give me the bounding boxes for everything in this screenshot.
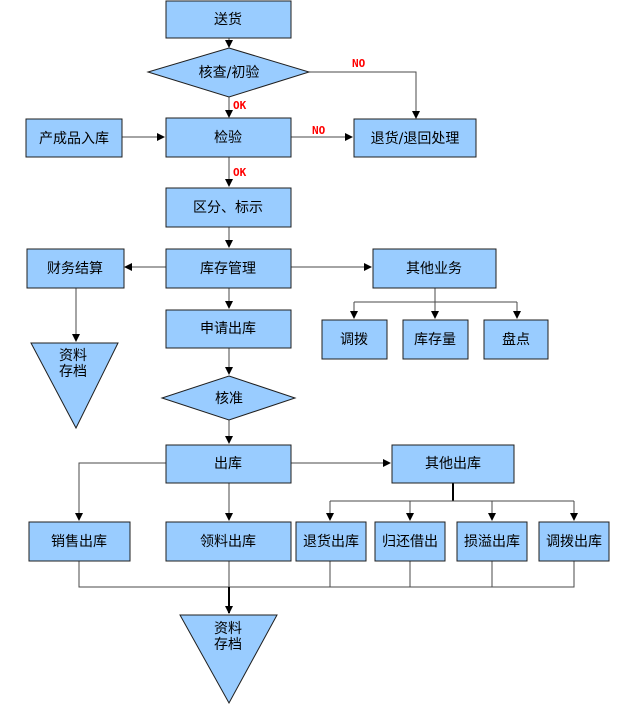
label-ok-check: OK bbox=[233, 99, 247, 112]
node-stock-qty-label: 库存量 bbox=[414, 332, 456, 348]
node-material-out: 领料出库 bbox=[165, 521, 292, 562]
archive-finance-line2: 存档 bbox=[59, 364, 87, 380]
archive-final-line2: 存档 bbox=[214, 637, 242, 653]
node-inventory-check-label: 盘点 bbox=[502, 331, 530, 348]
node-transfer-label: 调拨 bbox=[340, 332, 368, 348]
node-warehouse-mgmt: 库存管理 bbox=[165, 248, 292, 289]
label-no-inspection: NO bbox=[312, 124, 326, 137]
edge-collect-bus bbox=[78, 561, 575, 588]
node-return-out-label: 退货出库 bbox=[303, 533, 359, 550]
node-transfer-out: 调拨出库 bbox=[538, 521, 610, 562]
edge-check-return bbox=[309, 71, 420, 119]
decision-approve: 核准 bbox=[160, 375, 297, 421]
node-request-out: 申请出库 bbox=[165, 309, 292, 349]
decision-initial-check-label: 核查/初验 bbox=[199, 64, 260, 81]
node-material-out-label: 领料出库 bbox=[200, 534, 256, 550]
node-other-out: 其他出库 bbox=[391, 444, 515, 484]
node-sort-label-label: 区分、标示 bbox=[193, 200, 263, 216]
node-loss-out-label: 损溢出库 bbox=[464, 534, 520, 550]
archive-final-line1: 资料 bbox=[214, 621, 242, 637]
archive-final: 资料 存档 bbox=[179, 614, 278, 705]
archive-finance-line1: 资料 bbox=[59, 348, 87, 364]
node-return-handle-label: 退货/退回处理 bbox=[371, 130, 460, 147]
node-other-business: 其他业务 bbox=[372, 248, 497, 289]
node-transfer-out-label: 调拨出库 bbox=[546, 534, 602, 550]
node-inspection: 检验 bbox=[165, 117, 292, 158]
node-finance-label: 财务结算 bbox=[47, 261, 103, 277]
edge-outbound-sales bbox=[75, 462, 166, 521]
node-warehouse-mgmt-label: 库存管理 bbox=[200, 261, 256, 277]
node-sort-label: 区分、标示 bbox=[165, 187, 292, 228]
node-borrow-out-label: 归还借出 bbox=[382, 533, 438, 550]
node-inventory-check: 盘点 bbox=[483, 319, 549, 360]
node-outbound: 出库 bbox=[165, 444, 292, 484]
decision-initial-check: 核查/初验 bbox=[146, 47, 311, 98]
node-return-out: 退货出库 bbox=[295, 521, 367, 562]
label-ok-inspection: OK bbox=[233, 166, 247, 179]
label-no-check: NO bbox=[352, 57, 366, 70]
node-other-out-label: 其他出库 bbox=[425, 456, 481, 472]
connectors bbox=[72, 38, 578, 614]
node-transfer: 调拨 bbox=[321, 319, 388, 360]
node-return-handle: 退货/退回处理 bbox=[353, 118, 477, 158]
node-finance: 财务结算 bbox=[26, 248, 125, 289]
node-product-in: 产成品入库 bbox=[25, 118, 123, 158]
node-sales-out: 销售出库 bbox=[28, 521, 131, 562]
node-product-in-label: 产成品入库 bbox=[39, 131, 109, 147]
node-delivery: 送货 bbox=[165, 0, 292, 39]
decision-approve-label: 核准 bbox=[215, 391, 243, 407]
node-loss-out: 损溢出库 bbox=[456, 521, 528, 562]
node-request-out-label: 申请出库 bbox=[200, 321, 256, 337]
node-borrow-out: 归还借出 bbox=[374, 521, 446, 562]
node-other-business-label: 其他业务 bbox=[406, 261, 462, 277]
archive-finance: 资料 存档 bbox=[30, 342, 119, 430]
node-sales-out-label: 销售出库 bbox=[51, 534, 107, 550]
node-delivery-label: 送货 bbox=[214, 11, 242, 28]
node-inspection-label: 检验 bbox=[214, 130, 242, 146]
node-outbound-label: 出库 bbox=[214, 456, 242, 472]
node-stock-qty: 库存量 bbox=[402, 319, 469, 360]
